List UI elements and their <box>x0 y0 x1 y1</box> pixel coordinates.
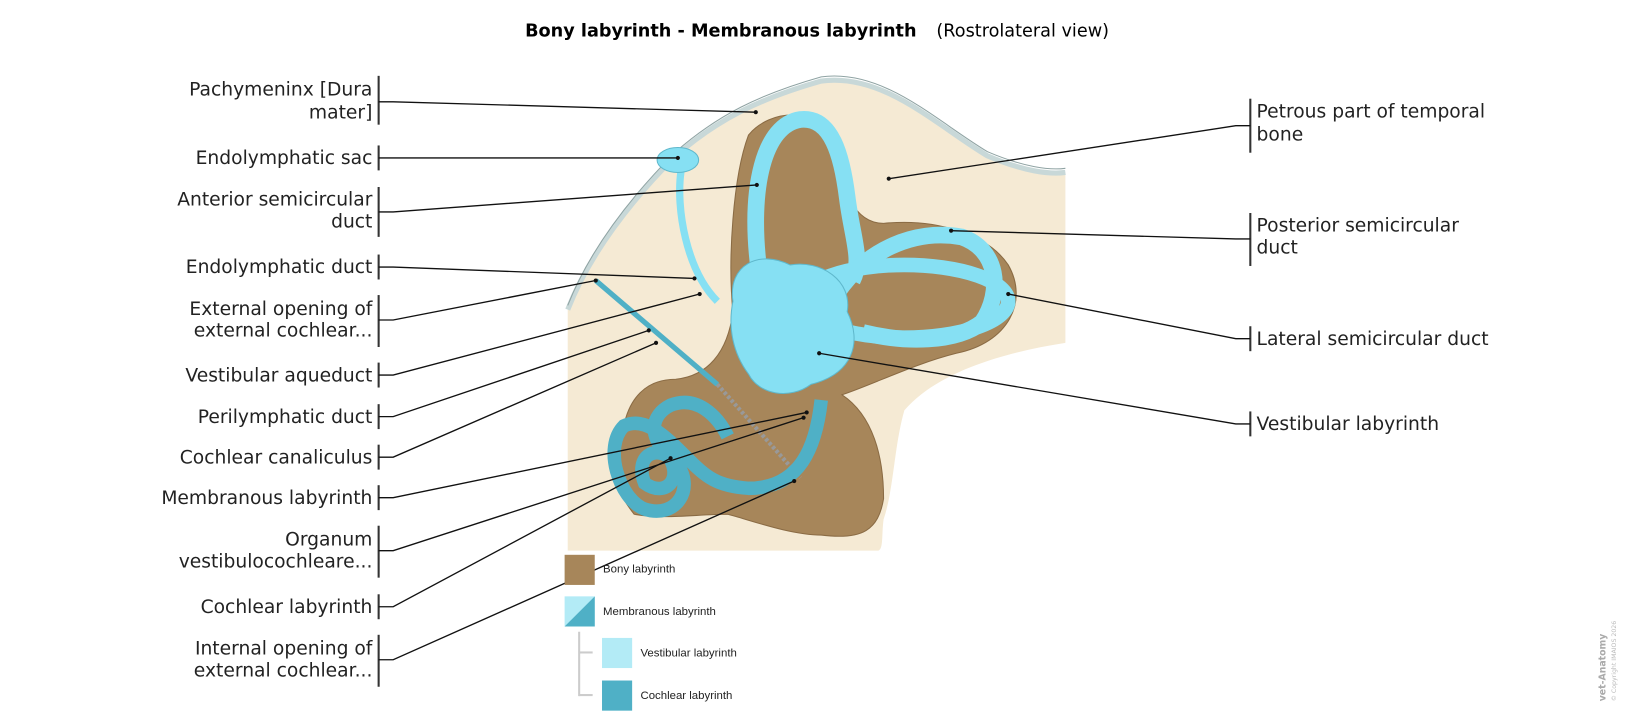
svg-text:Lateral semicircular duct: Lateral semicircular duct <box>1257 329 1489 350</box>
label-vestibular-aqueduct: Vestibular aqueduct <box>185 291 702 388</box>
label-organum-vestibulocochleare: Organumvestibulocochleare... <box>179 415 806 578</box>
cochlea-shape <box>607 395 828 518</box>
svg-text:Organum: Organum <box>285 529 372 550</box>
label-vestibular-labyrinth: Vestibular labyrinth <box>817 351 1440 437</box>
svg-text:Posterior semicircular: Posterior semicircular <box>1257 216 1460 237</box>
label-membranous-labyrinth: Membranous labyrinth <box>161 410 809 511</box>
svg-text:Anterior semicircular: Anterior semicircular <box>177 190 373 211</box>
svg-text:Pachymeninx [Dura: Pachymeninx [Dura <box>189 80 372 101</box>
svg-text:Endolymphatic sac: Endolymphatic sac <box>196 148 373 169</box>
svg-text:Cochlear canaliculus: Cochlear canaliculus <box>180 447 373 468</box>
svg-text:Internal opening of: Internal opening of <box>195 639 373 660</box>
svg-text:Vestibular aqueduct: Vestibular aqueduct <box>185 365 372 386</box>
legend-swatch-bony <box>564 554 595 585</box>
label-endolymphatic-duct: Endolymphatic duct <box>186 254 697 281</box>
legend-cochlear: Cochlear labyrinth <box>640 690 732 702</box>
svg-text:Cochlear labyrinth: Cochlear labyrinth <box>201 597 373 618</box>
svg-text:external cochlear...: external cochlear... <box>194 321 373 342</box>
title-main: Bony labyrinth - Membranous labyrinth <box>525 21 916 41</box>
label-endolymphatic-sac: Endolymphatic sac <box>196 145 680 171</box>
svg-text:duct: duct <box>331 212 372 233</box>
legend-bony: Bony labyrinth <box>603 563 675 575</box>
legend-membranous: Membranous labyrinth <box>603 606 716 618</box>
svg-text:Endolymphatic duct: Endolymphatic duct <box>186 257 373 278</box>
svg-text:Petrous part of temporal: Petrous part of temporal <box>1257 101 1486 122</box>
title: Bony labyrinth - Membranous labyrinth (R… <box>525 21 1109 41</box>
label-cochlear-labyrinth: Cochlear labyrinth <box>201 456 673 620</box>
label-lateral-semicircular-duct: Lateral semicircular duct <box>1006 291 1489 352</box>
title-view: (Rostrolateral view) <box>936 21 1109 41</box>
svg-text:vestibulocochleare...: vestibulocochleare... <box>179 551 373 572</box>
legend-swatch-cochlear <box>602 680 633 711</box>
svg-text:bone: bone <box>1257 124 1304 145</box>
label-cochlear-canaliculus: Cochlear canaliculus <box>180 340 659 470</box>
legend-swatch-membranous <box>564 596 595 627</box>
legend: Bony labyrinth Membranous labyrinth Vest… <box>564 554 737 711</box>
label-perilymphatic-duct: Perilymphatic duct <box>198 328 651 430</box>
svg-text:External opening of: External opening of <box>189 299 372 320</box>
svg-text:mater]: mater] <box>309 102 372 123</box>
svg-text:© Copyright IMAIOS 2026: © Copyright IMAIOS 2026 <box>1610 621 1618 702</box>
anterior-semicircular-duct-shape <box>747 111 866 285</box>
legend-vestibular: Vestibular labyrinth <box>640 648 736 660</box>
svg-text:Perilymphatic duct: Perilymphatic duct <box>198 407 373 428</box>
svg-text:Membranous labyrinth: Membranous labyrinth <box>161 488 372 509</box>
vestibule-shape <box>730 258 855 394</box>
dura-mater <box>565 77 1066 311</box>
svg-text:external cochlear...: external cochlear... <box>194 660 373 681</box>
svg-text:vet-Anatomy: vet-Anatomy <box>1598 634 1609 702</box>
svg-text:duct: duct <box>1257 238 1298 259</box>
legend-swatch-vestibular <box>602 637 633 669</box>
watermark: vet-Anatomy © Copyright IMAIOS 2026 <box>1598 621 1618 702</box>
illustration <box>565 75 1066 551</box>
svg-text:Vestibular labyrinth: Vestibular labyrinth <box>1257 414 1440 435</box>
